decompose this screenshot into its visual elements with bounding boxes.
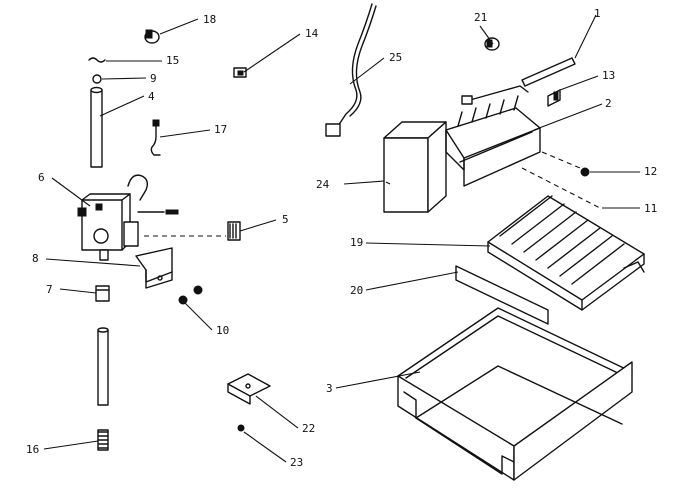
part-2-ice-mold bbox=[445, 85, 541, 187]
label-14: 14 bbox=[305, 27, 319, 40]
label-25: 25 bbox=[389, 51, 402, 64]
label-21: 21 bbox=[474, 11, 487, 24]
part-labels: 18 15 9 4 17 6 5 8 7 10 14 25 24 21 1 13… bbox=[26, 7, 657, 469]
label-16: 16 bbox=[26, 443, 39, 456]
part-15-clip bbox=[88, 57, 106, 63]
label-1: 1 bbox=[594, 7, 601, 20]
part-4-tube bbox=[90, 86, 103, 168]
label-13: 13 bbox=[602, 69, 615, 82]
leader-lines bbox=[43, 14, 640, 463]
part-7-nut bbox=[95, 285, 110, 302]
part-16-tube bbox=[97, 327, 109, 451]
label-4: 4 bbox=[148, 90, 155, 103]
label-11: 11 bbox=[644, 202, 657, 215]
part-3-ice-bin bbox=[397, 307, 633, 481]
label-23: 23 bbox=[290, 456, 303, 469]
part-18-cap bbox=[144, 29, 160, 44]
part-8-bracket bbox=[135, 247, 173, 289]
label-6: 6 bbox=[38, 171, 45, 184]
label-8: 8 bbox=[32, 252, 39, 265]
part-12-screw bbox=[580, 167, 590, 177]
label-17: 17 bbox=[214, 123, 227, 136]
part-23-screw bbox=[237, 424, 245, 432]
label-19: 19 bbox=[350, 236, 363, 249]
part-9-ring bbox=[92, 74, 102, 84]
dashed-guide-12 bbox=[541, 151, 581, 169]
label-7: 7 bbox=[46, 283, 53, 296]
label-18: 18 bbox=[203, 13, 216, 26]
label-15: 15 bbox=[166, 54, 179, 67]
part-17-wire bbox=[150, 119, 161, 156]
part-1-rod bbox=[521, 57, 576, 87]
label-9: 9 bbox=[150, 72, 157, 85]
label-5: 5 bbox=[282, 213, 289, 226]
part-13-clip bbox=[547, 89, 561, 107]
label-3: 3 bbox=[326, 382, 333, 395]
label-10: 10 bbox=[216, 324, 229, 337]
part-25-harness bbox=[325, 3, 377, 137]
part-22-bracket bbox=[227, 373, 271, 405]
label-12: 12 bbox=[644, 165, 657, 178]
part-24-icemaker-housing bbox=[383, 121, 447, 213]
part-20-strip bbox=[455, 265, 549, 325]
label-2: 2 bbox=[605, 97, 612, 110]
part-21-bushing bbox=[484, 37, 500, 51]
part-6-water-valve bbox=[77, 174, 179, 261]
dashed-guide-11 bbox=[521, 167, 601, 209]
part-10-screws bbox=[178, 285, 203, 305]
part-14-plug bbox=[233, 67, 247, 78]
part-5-connector bbox=[227, 221, 241, 241]
label-20: 20 bbox=[350, 284, 363, 297]
label-24: 24 bbox=[316, 178, 330, 191]
part-19-ice-rack bbox=[487, 195, 645, 311]
label-22: 22 bbox=[302, 422, 315, 435]
